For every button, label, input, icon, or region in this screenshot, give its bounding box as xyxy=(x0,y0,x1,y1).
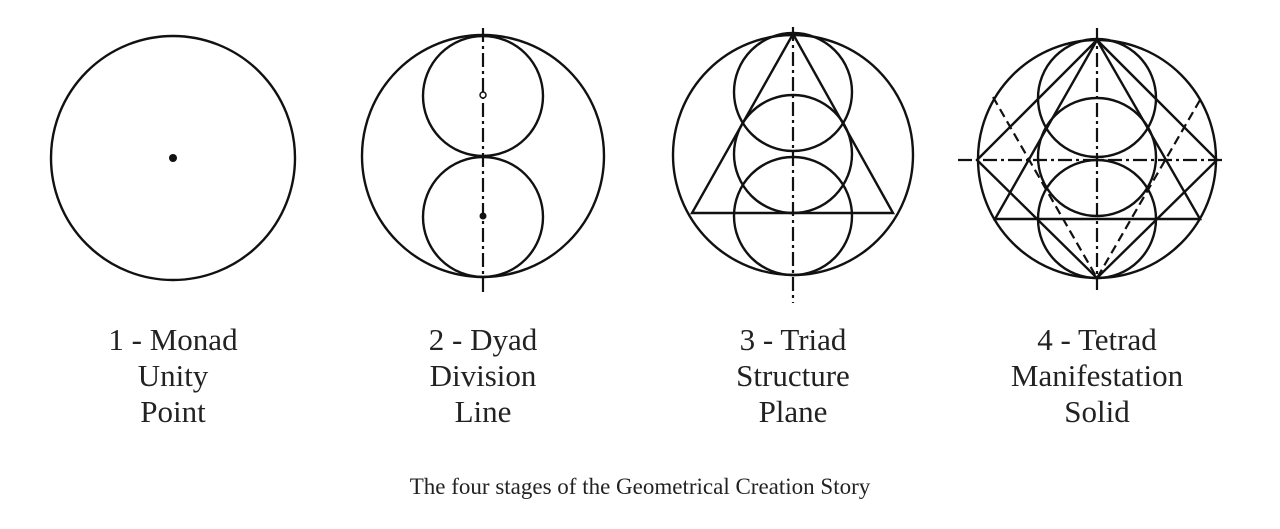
stage-title: 2 - Dyad xyxy=(428,322,538,357)
stage-title: 4 - Tetrad xyxy=(1037,322,1157,357)
monad-center-point xyxy=(169,154,177,162)
stage-form: Point xyxy=(140,394,206,429)
triad-figure xyxy=(671,27,915,303)
tetrad-figure xyxy=(958,28,1224,290)
tetrad-triangle xyxy=(992,37,1203,221)
stage-title: 3 - Triad xyxy=(739,322,847,357)
stage-concept: Unity xyxy=(137,358,209,393)
dyad-filled-point xyxy=(479,212,487,220)
stage-concept: Division xyxy=(429,358,537,393)
stage-form: Line xyxy=(454,394,512,429)
stage-label-dyad: 2 - Dyad Division Line xyxy=(353,322,613,430)
stage-label-triad: 3 - Triad Structure Plane xyxy=(663,322,923,430)
tetrad-right-dashed-line xyxy=(1096,99,1201,279)
stage-form: Plane xyxy=(758,394,828,429)
diagram-figures xyxy=(49,27,1224,303)
dyad-figure xyxy=(360,28,606,292)
stage-concept: Manifestation xyxy=(1010,358,1184,393)
stage-title: 1 - Monad xyxy=(108,322,238,357)
figure-caption: The four stages of the Geometrical Creat… xyxy=(409,474,871,499)
monad-figure xyxy=(49,34,297,282)
stage-label-monad: 1 - Monad Unity Point xyxy=(43,322,303,430)
stage-label-tetrad: 4 - Tetrad Manifestation Solid xyxy=(967,322,1227,430)
stage-form: Solid xyxy=(1064,394,1130,429)
dyad-hollow-point xyxy=(479,91,487,99)
tetrad-left-dashed-line xyxy=(992,96,1098,279)
monad-outer-circle xyxy=(49,34,297,282)
stage-concept: Structure xyxy=(736,358,850,393)
